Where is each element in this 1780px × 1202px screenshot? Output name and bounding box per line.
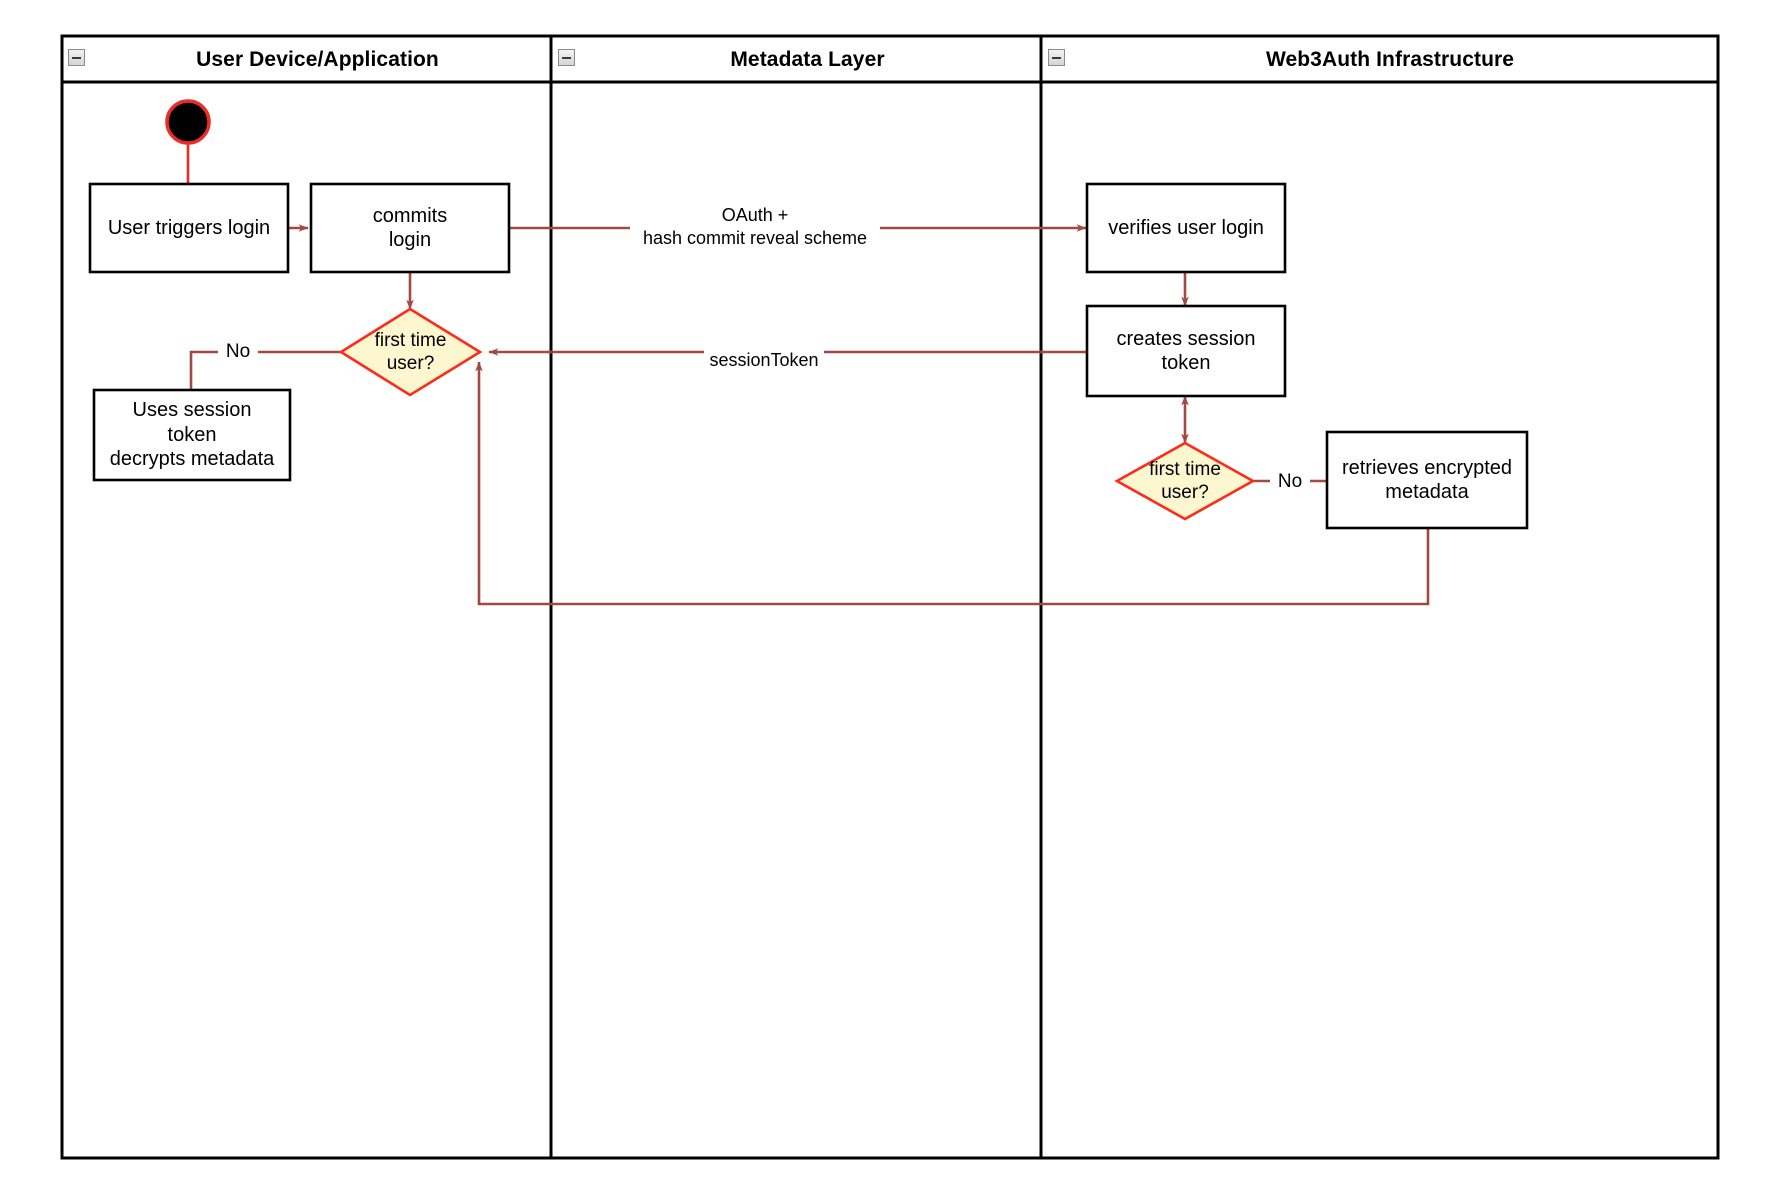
minus-icon-lane-web3auth[interactable] [1048, 49, 1065, 66]
minus-icon-lane-metadata[interactable] [558, 49, 575, 66]
minus-icon-lane-user-device[interactable] [68, 49, 85, 66]
node-uses-session-token [92, 388, 292, 482]
initial-node [165, 99, 211, 145]
node-creates-session-token [1085, 304, 1287, 398]
node-verifies-user-login [1085, 182, 1287, 274]
nodes-layer [88, 99, 1529, 530]
node-user-triggers-login [88, 182, 290, 274]
node-decision-first-time-user-left [338, 307, 483, 397]
node-retrieves-encrypted-metadata [1325, 430, 1529, 530]
node-decision-first-time-user-right [1114, 441, 1256, 521]
edge-retrieves-back-to-left-decision [475, 361, 1430, 606]
node-commits-login [309, 182, 511, 274]
edge-decision-left-to-uses-session [189, 350, 341, 390]
